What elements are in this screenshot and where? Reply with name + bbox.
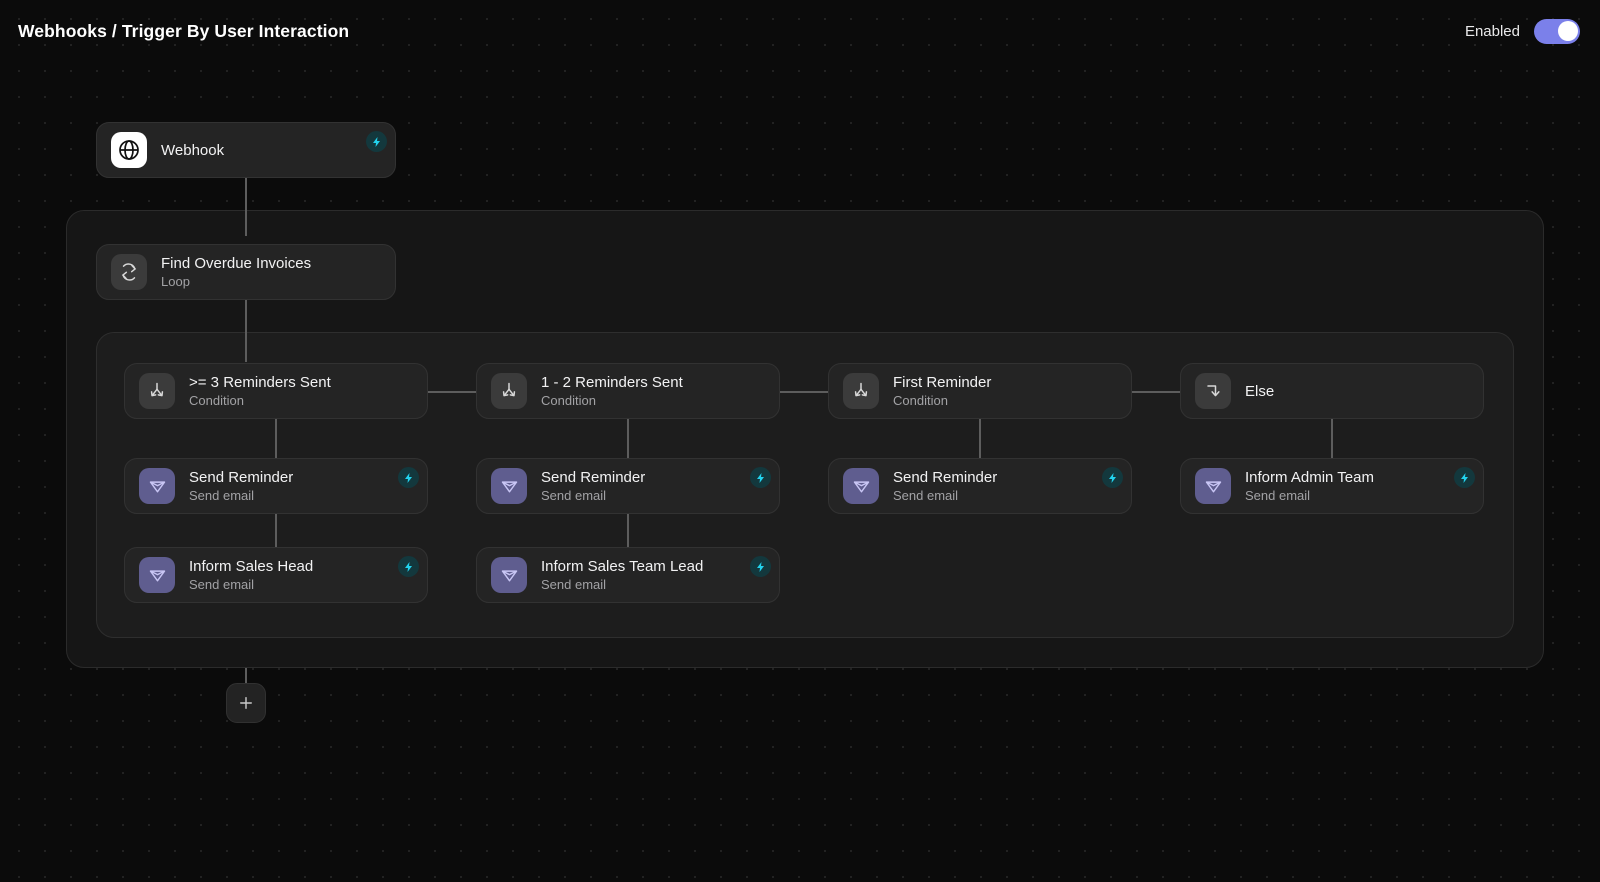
send-email-icon <box>491 468 527 504</box>
connector-trigger-to-loop <box>245 172 247 236</box>
node-action-send-reminder-1[interactable]: Send Reminder Send email <box>124 458 428 514</box>
node-subtitle: Condition <box>893 393 948 408</box>
node-subtitle: Send email <box>189 577 255 592</box>
add-step-button[interactable] <box>226 683 266 723</box>
enabled-label: Enabled <box>1464 22 1520 40</box>
node-subtitle: Send email <box>541 577 607 592</box>
node-condition-first-reminder[interactable]: First Reminder Condition <box>828 363 1132 419</box>
node-title: >= 3 Reminders Sent <box>189 374 331 391</box>
lightning-bolt-icon <box>366 131 387 152</box>
lightning-bolt-icon <box>750 556 771 577</box>
page-header: Webhooks / Trigger By User Interaction E… <box>0 0 1600 62</box>
node-subtitle: Send email <box>1245 488 1311 503</box>
node-subtitle: Loop <box>161 274 190 289</box>
node-title: Find Overdue Invoices <box>161 255 312 272</box>
connector-branch-2-3 <box>780 391 836 393</box>
node-action-inform-sales-team-lead[interactable]: Inform Sales Team Lead Send email <box>476 547 780 603</box>
node-loop-find-overdue-invoices[interactable]: Find Overdue Invoices Loop <box>96 244 396 300</box>
node-title: First Reminder <box>893 374 992 391</box>
connector-cond4-action1 <box>1331 419 1333 463</box>
page-title: Webhooks / Trigger By User Interaction <box>18 20 350 41</box>
node-title: Send Reminder <box>189 469 294 486</box>
node-subtitle: Condition <box>541 393 596 408</box>
node-subtitle: Send email <box>189 488 255 503</box>
connector-cond1-action1 <box>275 419 277 463</box>
node-condition-else[interactable]: Else <box>1180 363 1484 419</box>
node-subtitle: Send email <box>893 488 959 503</box>
node-action-send-reminder-3[interactable]: Send Reminder Send email <box>828 458 1132 514</box>
enabled-toggle-group: Enabled <box>1464 18 1580 44</box>
loop-refresh-icon <box>111 254 147 290</box>
node-title: Inform Admin Team <box>1245 469 1374 486</box>
node-title: Inform Sales Team Lead <box>541 558 704 575</box>
lightning-bolt-icon <box>398 556 419 577</box>
connector-branch-3-4 <box>1132 391 1188 393</box>
send-email-icon <box>491 557 527 593</box>
node-title: Inform Sales Head <box>189 558 314 575</box>
send-email-icon <box>843 468 879 504</box>
corner-down-right-icon <box>1195 373 1231 409</box>
connector-loop-to-branches <box>245 296 247 362</box>
node-title: Else <box>1245 382 1275 400</box>
node-condition-1-2-reminders[interactable]: 1 - 2 Reminders Sent Condition <box>476 363 780 419</box>
node-action-inform-admin-team[interactable]: Inform Admin Team Send email <box>1180 458 1484 514</box>
node-action-inform-sales-head[interactable]: Inform Sales Head Send email <box>124 547 428 603</box>
node-title: Webhook <box>161 141 225 159</box>
branch-split-icon <box>491 373 527 409</box>
lightning-bolt-icon <box>1454 467 1475 488</box>
send-email-icon <box>139 468 175 504</box>
lightning-bolt-icon <box>398 467 419 488</box>
plus-icon <box>240 697 252 709</box>
node-title: Send Reminder <box>893 469 998 486</box>
branch-split-icon <box>843 373 879 409</box>
connector-cond3-action1 <box>979 419 981 463</box>
node-webhook-trigger[interactable]: Webhook <box>96 122 396 178</box>
node-title: Send Reminder <box>541 469 646 486</box>
lightning-bolt-icon <box>1102 467 1123 488</box>
enabled-toggle[interactable] <box>1534 18 1580 44</box>
connector-action1-action2-b2 <box>627 508 629 552</box>
send-email-icon <box>1195 468 1231 504</box>
node-condition-3-reminders[interactable]: >= 3 Reminders Sent Condition <box>124 363 428 419</box>
branch-split-icon <box>139 373 175 409</box>
globe-icon <box>111 132 147 168</box>
node-action-send-reminder-2[interactable]: Send Reminder Send email <box>476 458 780 514</box>
toggle-knob <box>1557 21 1578 41</box>
node-subtitle: Condition <box>189 393 244 408</box>
connector-cond2-action1 <box>627 419 629 463</box>
node-subtitle: Send email <box>541 488 607 503</box>
connector-branch-1-2 <box>428 391 484 393</box>
send-email-icon <box>139 557 175 593</box>
lightning-bolt-icon <box>750 467 771 488</box>
connector-action1-action2 <box>275 508 277 552</box>
node-title: 1 - 2 Reminders Sent <box>541 374 683 391</box>
